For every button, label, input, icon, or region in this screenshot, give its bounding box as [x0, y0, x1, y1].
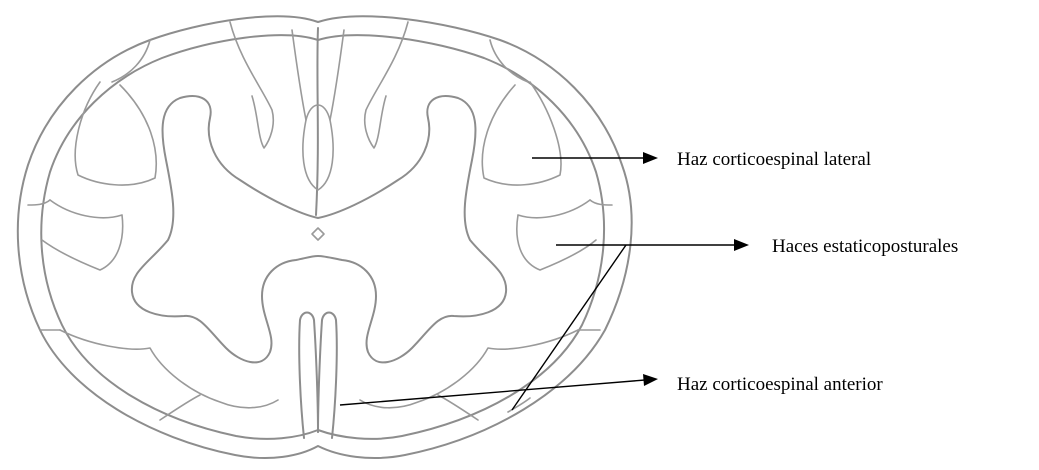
- spinal-cord-section: [18, 16, 632, 458]
- left-static-tract: [42, 200, 123, 270]
- arrow-anterior-line: [340, 380, 645, 405]
- arrow-static-branch: [512, 245, 626, 410]
- label-static: Haces estaticoposturales: [772, 236, 958, 257]
- cord-inner-contour: [41, 35, 604, 439]
- right-static-tract: [517, 200, 596, 270]
- septum-1: [112, 40, 150, 82]
- central-canal: [312, 228, 324, 240]
- annotation-lateral: Haz corticoespinal lateral: [532, 149, 871, 170]
- left-lateral-tract: [75, 82, 156, 185]
- arrow-static-head: [734, 239, 749, 251]
- septum-3: [28, 200, 50, 205]
- septum-7: [160, 395, 200, 420]
- fasciculus-gracilis-right: [365, 22, 408, 148]
- cord-outer-contour: [18, 16, 632, 458]
- posterior-median-septum: [316, 28, 318, 215]
- fasciculus-gracilis-left: [230, 22, 273, 148]
- anterior-median-fissure: [299, 313, 318, 439]
- anterior-median-fissure-right: [318, 313, 337, 439]
- arrow-anterior-head: [643, 374, 658, 386]
- right-lateral-tract: [482, 82, 561, 185]
- septum-4: [590, 200, 612, 205]
- arrow-lateral-head: [643, 152, 658, 164]
- label-anterior: Haz corticoespinal anterior: [677, 374, 883, 395]
- left-anterior-division: [60, 330, 278, 408]
- septum-8: [438, 395, 478, 420]
- label-lateral: Haz corticoespinal lateral: [677, 149, 871, 170]
- septum-2: [490, 40, 528, 82]
- dorsal-column-divider-right: [330, 30, 344, 120]
- dorsal-column-divider-left: [292, 30, 306, 120]
